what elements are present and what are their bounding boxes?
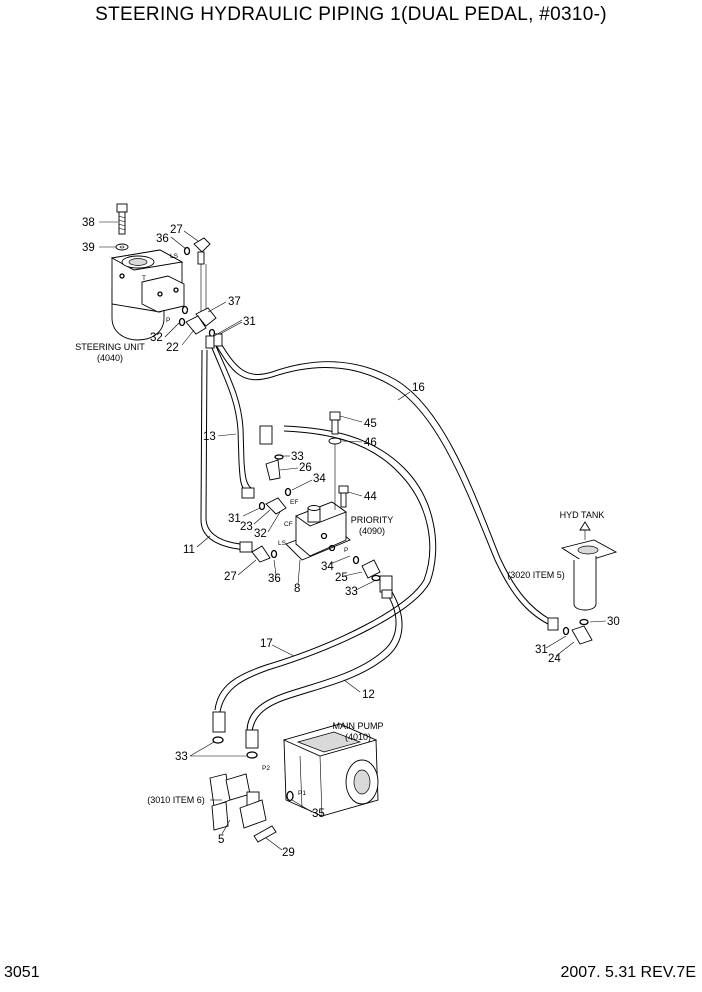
flange-block-5 [209,773,267,831]
hose-13 [211,345,252,493]
priority-valve [285,501,351,561]
bolt-29 [253,825,277,843]
callout-33: 33 [175,751,188,763]
callout-39: 39 [82,242,95,254]
port-label-cf: CF [284,521,293,528]
main-pump [282,723,379,817]
priority-ref: (4090) [359,526,385,536]
callout-36: 36 [156,233,169,245]
fitting-27-mid [251,545,271,563]
hyd-tank-fitting [560,521,618,611]
callout-34: 34 [321,561,334,573]
port-label-p1: P1 [298,790,306,797]
washer-39 [115,243,129,251]
steering-unit-ref: (4040) [97,353,123,363]
port-label-ls: LS [170,253,179,260]
fitting-24 [571,625,593,645]
callout-35: 35 [312,808,325,820]
callout-31: 31 [228,513,241,525]
callout-32: 32 [254,528,267,540]
hose-12 [246,591,403,733]
port-label-t: T [142,275,146,282]
port-label-p: P [166,317,170,324]
callout-46: 46 [364,437,377,449]
callout-24: 24 [548,653,561,665]
leader-lines [99,221,607,851]
hyd-tank-ref: (3020 ITEM 5) [507,570,565,580]
callout-12: 12 [362,689,375,701]
bolt-45 [329,411,341,435]
callout-37: 37 [228,296,241,308]
callout-45: 45 [364,418,377,430]
port-label-p-mid: P [344,547,348,554]
hose-11 [200,349,247,551]
bolt-44 [338,485,349,508]
callout-13: 13 [203,431,216,443]
callout-44: 44 [364,491,377,503]
callout-23: 23 [240,521,253,533]
callout-5: 5 [218,834,224,846]
revision-date: 2007. 5.31 REV.7E [560,964,696,981]
callout-8: 8 [294,583,300,595]
callout-31: 31 [243,316,256,328]
block-ref-label: (3010 ITEM 6) [147,795,205,805]
callout-25: 25 [335,572,348,584]
callout-27: 27 [170,224,183,236]
hyd-tank-label: HYD TANK [560,510,605,520]
fitting-23 [265,497,287,515]
washer-46 [328,437,342,445]
hose-17 [214,425,437,713]
callout-22: 22 [166,342,179,354]
callout-34: 34 [313,473,326,485]
steering-unit [110,249,185,341]
callout-27: 27 [224,571,237,583]
callout-31: 31 [535,644,548,656]
fitting-22 [185,315,207,335]
port-label-p2: P2 [262,765,270,772]
bolt-38 [116,203,128,235]
fitting-37 [195,307,217,327]
fitting-26 [265,459,281,481]
port-label-ef: EF [290,499,298,506]
page-title: STEERING HYDRAULIC PIPING 1(DUAL PEDAL, … [95,4,607,25]
callout-33: 33 [291,451,304,463]
main-pump-label: MAIN PUMP [332,721,383,731]
callout-16: 16 [412,382,425,394]
callout-33: 33 [345,586,358,598]
main-pump-ref: (4010) [345,732,371,742]
callout-30: 30 [607,616,620,628]
callout-38: 38 [82,217,95,229]
callout-11: 11 [183,544,195,556]
fitting-25 [361,559,381,579]
steering-unit-label: STEERING UNIT [75,342,145,352]
page-number: 3051 [4,964,40,981]
callout-36: 36 [268,573,281,585]
fitting-27-top [193,237,211,265]
callout-17: 17 [260,638,273,650]
port-label-ls-mid: LS [278,540,287,547]
callout-29: 29 [282,847,295,859]
priority-label: PRIORITY [351,515,394,525]
callout-26: 26 [299,462,312,474]
callout-32: 32 [150,332,163,344]
hose-16 [215,341,552,625]
